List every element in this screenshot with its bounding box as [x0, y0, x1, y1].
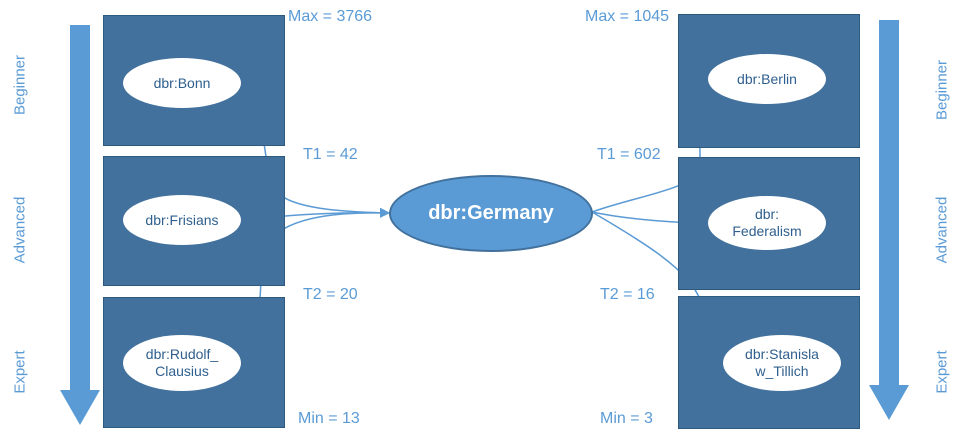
- node-federalism: dbr: Federalism: [708, 196, 826, 250]
- node-bonn: dbr:Bonn: [123, 58, 241, 108]
- right-max-label: Max = 1045: [585, 8, 670, 25]
- left-t2-label: T2 = 20: [303, 286, 358, 303]
- left-level-advanced: Advanced: [11, 196, 29, 264]
- left-min-label: Min = 13: [298, 410, 360, 427]
- right-level-beginner: Beginner: [933, 59, 951, 121]
- left-level-expert: Expert: [11, 350, 29, 394]
- left-difficulty-arrow-shaft: [70, 25, 90, 390]
- node-stanislaw-tillich: dbr:Stanisla w_Tillich: [723, 335, 841, 391]
- left-t1-label: T1 = 42: [303, 146, 358, 163]
- right-level-advanced: Advanced: [933, 196, 951, 264]
- left-level-beginner: Beginner: [11, 54, 29, 116]
- right-level-expert: Expert: [933, 350, 951, 394]
- node-frisians: dbr:Frisians: [123, 195, 241, 245]
- left-max-label: Max = 3766: [288, 8, 373, 25]
- node-rudolf-clausius: dbr:Rudolf_ Clausius: [123, 335, 241, 391]
- right-t1-label: T1 = 602: [597, 146, 661, 163]
- right-difficulty-arrow-head: [869, 385, 909, 420]
- node-berlin: dbr:Berlin: [708, 54, 826, 104]
- right-t2-label: T2 = 16: [600, 286, 655, 303]
- right-difficulty-arrow-shaft: [879, 20, 899, 385]
- right-min-label: Min = 3: [600, 410, 653, 427]
- node-germany: dbr:Germany: [389, 175, 593, 252]
- left-difficulty-arrow-head: [60, 390, 100, 425]
